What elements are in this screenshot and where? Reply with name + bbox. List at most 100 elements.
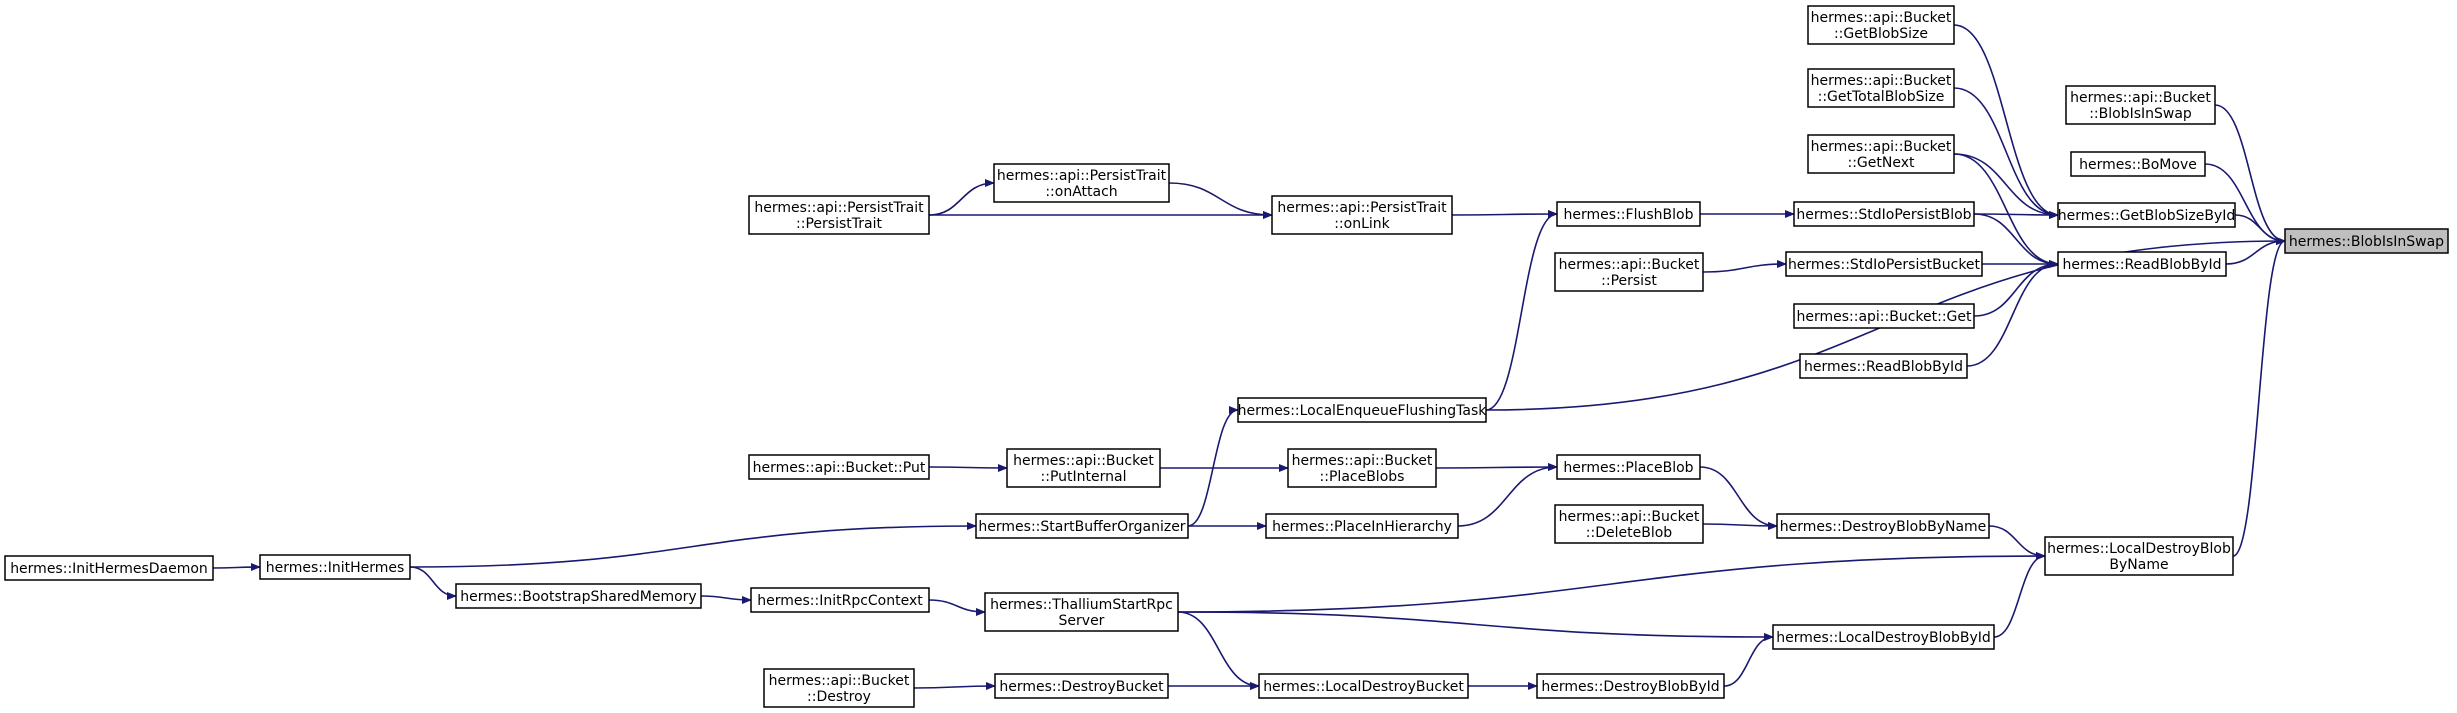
node-label: hermes::api::Bucket::Put [753,460,926,476]
node-readblobbyid2[interactable]: hermes::ReadBlobById [1799,353,1968,379]
edge-inithermes-to-bootstrapsharedmemory [409,566,457,600]
node-label: hermes::api::PersistTrait [754,200,924,216]
node-label: hermes::LocalEnqueueFlushingTask [1238,403,1488,419]
node-getblobsize[interactable]: hermes::api::Bucket::GetBlobSize [1807,5,1955,45]
node-bucketput[interactable]: hermes::api::Bucket::Put [748,454,930,480]
node-startbufferorganizer[interactable]: hermes::StartBufferOrganizer [975,513,1189,539]
node-getblobsizebyid[interactable]: hermes::GetBlobSizeById [2057,202,2236,228]
node-bootstrapsharedmemory[interactable]: hermes::BootstrapSharedMemory [455,583,702,609]
node-label: hermes::PlaceInHierarchy [1272,519,1452,535]
node-destroybucket[interactable]: hermes::DestroyBucket [994,673,1169,699]
edge-thalliumstartrpcserver-to-localdestroyblobbyid [1177,611,1774,641]
node-label: ::PersistTrait [796,216,882,232]
node-label: hermes::DestroyBlobById [1541,679,1719,695]
node-localdestroybucket[interactable]: hermes::LocalDestroyBucket [1258,673,1469,699]
node-label: hermes::LocalDestroyBlobById [1776,630,1991,646]
node-persisttrait[interactable]: hermes::api::PersistTrait::PersistTrait [748,195,930,235]
node-label: hermes::api::PersistTrait [997,168,1167,184]
node-destroyblobbyid[interactable]: hermes::DestroyBlobById [1536,673,1725,699]
node-getnext[interactable]: hermes::api::Bucket::GetNext [1807,134,1955,174]
edge-stdiopersistblob-to-getblobsizebyid [1973,210,2059,219]
node-label: hermes::api::Bucket [1013,453,1154,469]
edge-bucketpersist-to-stdiopersistbucket [1702,260,1787,273]
edge-destroyblobbyname-to-localdestroyblobbyname [1988,525,2046,560]
node-label: ::DeleteBlob [1586,525,1672,541]
node-inithermesdaemon[interactable]: hermes::InitHermesDaemon [4,555,214,581]
edge-bootstrapsharedmemory-to-initrpccontext [700,595,752,604]
node-gettotalblobsize[interactable]: hermes::api::Bucket::GetTotalBlobSize [1807,68,1955,108]
node-onattach[interactable]: hermes::api::PersistTrait::onAttach [993,163,1170,203]
edge-onlink-to-flushblob [1451,210,1558,219]
node-label: ::Persist [1601,273,1657,289]
node-label: hermes::api::Bucket [1292,453,1433,469]
node-bomove[interactable]: hermes::BoMove [2070,151,2206,177]
node-bucketpersist[interactable]: hermes::api::Bucket::Persist [1554,252,1704,292]
node-stdiopersistbucket[interactable]: hermes::StdIoPersistBucket [1785,251,1983,277]
edge-inithermes-to-startbufferorganizer [409,522,977,568]
edge-bomove-to-target [2204,163,2286,245]
edge-blobisinswap_api-to-target [2214,104,2286,245]
node-label: ByName [2109,557,2168,573]
node-label: hermes::api::Bucket [1811,10,1952,26]
node-target[interactable]: hermes::BlobIsInSwap [2284,228,2449,254]
node-label: hermes::api::Bucket::Get [1796,309,1972,325]
node-placeblobs[interactable]: hermes::api::Bucket::PlaceBlobs [1287,448,1437,488]
node-label: hermes::api::Bucket [1559,509,1700,525]
node-label: hermes::BoMove [2079,157,2197,173]
nodes: hermes::BlobIsInSwap hermes::GetBlobSizeB… [4,5,2449,708]
node-label: hermes::DestroyBucket [999,679,1164,695]
edge-thalliumstartrpcserver-to-localdestroybucket [1177,611,1260,690]
node-placeblob[interactable]: hermes::PlaceBlob [1556,454,1701,480]
node-label: hermes::api::Bucket [1811,73,1952,89]
node-label: ::GetBlobSize [1834,26,1928,42]
edge-bucketput-to-putinternal [928,463,1008,472]
edge-bucketdestroy-to-destroybucket [913,682,996,691]
node-label: hermes::LocalDestroyBucket [1263,679,1464,695]
node-label: ::onLink [1334,216,1390,232]
node-label: hermes::api::Bucket [1559,257,1700,273]
node-bucketdestroy[interactable]: hermes::api::Bucket::Destroy [763,668,915,708]
node-label: hermes::BlobIsInSwap [2289,234,2444,250]
edge-placeblobs-to-placeblob [1435,463,1558,472]
node-putinternal[interactable]: hermes::api::Bucket::PutInternal [1006,448,1161,488]
node-label: hermes::DestroyBlobByName [1780,519,1987,535]
node-label: hermes::InitHermesDaemon [10,561,208,577]
edge-inithermesdaemon-to-inithermes [212,563,261,572]
node-label: ::Destroy [807,689,871,705]
edge-deleteblob-to-destroyblobbyname [1702,521,1778,530]
node-flushblob[interactable]: hermes::FlushBlob [1556,201,1701,227]
node-initrpccontext[interactable]: hermes::InitRpcContext [750,587,930,613]
edge-readblobbyid2-to-readblobbyid [1966,260,2059,367]
node-stdiopersistblob[interactable]: hermes::StdIoPersistBlob [1793,201,1975,227]
edge-localdestroyblobbyid-to-localdestroyblobbyname [1993,552,2046,638]
node-label: hermes::BootstrapSharedMemory [460,589,696,605]
edge-getblobsize-to-getblobsizebyid [1953,24,2059,219]
node-label: hermes::StdIoPersistBlob [1796,207,1971,223]
edge-placeinhierarchy-to-placeblob [1457,463,1558,527]
node-label: ::PlaceBlobs [1320,469,1405,485]
node-readblobbyid[interactable]: hermes::ReadBlobById [2057,251,2227,277]
node-localdestroyblobbyid[interactable]: hermes::LocalDestroyBlobById [1772,624,1995,650]
node-label: hermes::ReadBlobById [1804,359,1963,375]
node-localenqueueflushingtask[interactable]: hermes::LocalEnqueueFlushingTask [1237,397,1488,423]
node-label: hermes::api::Bucket [769,673,910,689]
node-label: hermes::api::Bucket [1811,139,1952,155]
node-deleteblob[interactable]: hermes::api::Bucket::DeleteBlob [1554,504,1704,544]
node-onlink[interactable]: hermes::api::PersistTrait::onLink [1271,195,1453,235]
node-destroyblobbyname[interactable]: hermes::DestroyBlobByName [1776,513,1990,539]
edge-gettotalblobsize-to-getblobsizebyid [1953,87,2059,219]
node-bucketget[interactable]: hermes::api::Bucket::Get [1793,303,1975,329]
node-label: hermes::api::PersistTrait [1277,200,1447,216]
node-label: hermes::InitRpcContext [757,593,923,609]
node-blobisinswap_api[interactable]: hermes::api::Bucket::BlobIsInSwap [2065,85,2216,125]
edge-onattach-to-onlink [1168,182,1273,219]
node-label: ::onAttach [1045,184,1117,200]
node-label: ::GetTotalBlobSize [1818,89,1945,105]
node-label: hermes::LocalDestroyBlob [2047,541,2231,557]
edge-getnext-to-getblobsizebyid [1953,153,2059,219]
node-inithermes[interactable]: hermes::InitHermes [259,554,411,580]
node-placeinhierarchy[interactable]: hermes::PlaceInHierarchy [1265,513,1459,539]
node-label: ::BlobIsInSwap [2089,106,2192,122]
